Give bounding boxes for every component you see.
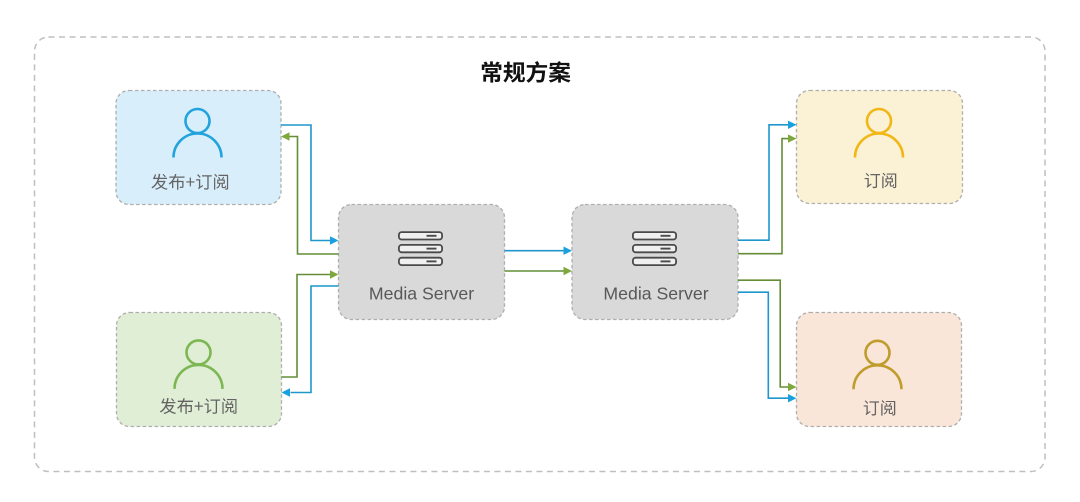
svg-text:Media Server: Media Server	[369, 283, 474, 303]
svg-text:Media Server: Media Server	[603, 283, 708, 303]
